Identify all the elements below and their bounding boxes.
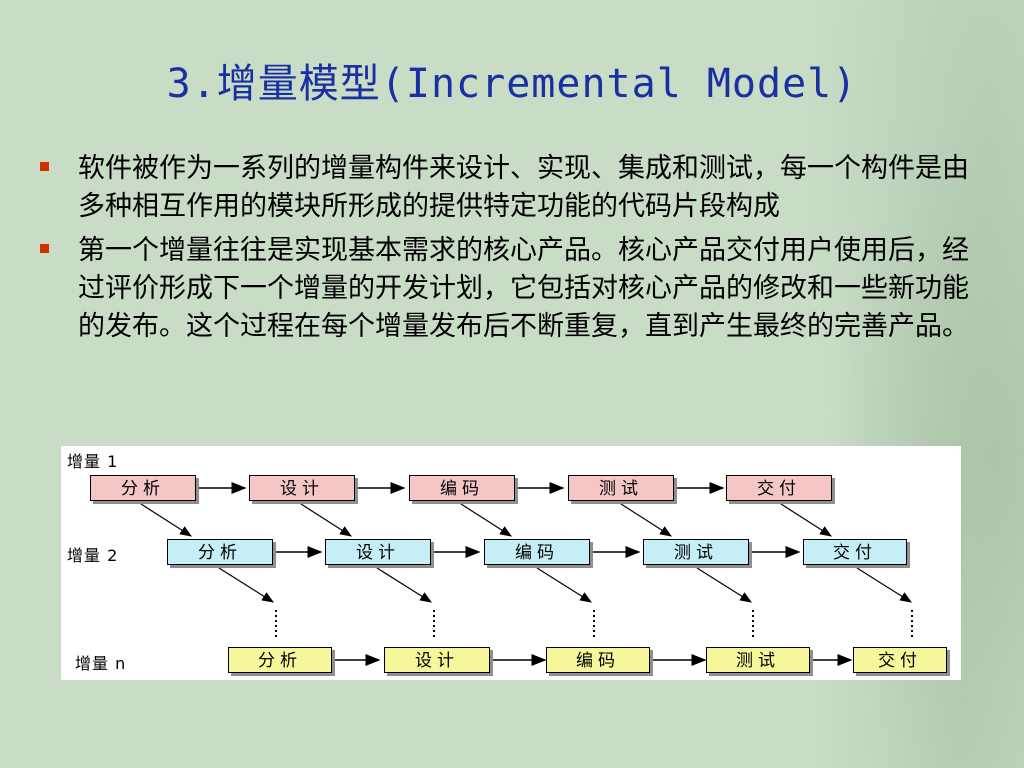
- step-coding: 编码: [484, 539, 590, 565]
- row-label-increment-2: 增量 2: [67, 546, 119, 565]
- incremental-model-diagram: 增量 1 增量 2 增量 n 分析 设计 编码 测试 交付 分析 设计 编码 测…: [61, 446, 961, 680]
- diagonal-arrow: [620, 503, 673, 537]
- square-bullet-icon: [40, 244, 49, 253]
- step-analysis: 分析: [167, 539, 273, 565]
- diagonal-arrow: [536, 567, 593, 603]
- slide-title: 3.增量模型(Incremental Model): [166, 61, 858, 107]
- step-delivery: 交付: [853, 647, 947, 673]
- step-testing: 测试: [643, 539, 749, 565]
- step-design: 设计: [325, 539, 431, 565]
- diagonal-arrow: [218, 567, 275, 603]
- row-label-increment-1: 增量 1: [67, 452, 119, 471]
- step-delivery: 交付: [726, 475, 832, 501]
- square-bullet-icon: [40, 162, 49, 171]
- step-testing: 测试: [706, 647, 810, 673]
- step-coding: 编码: [409, 475, 515, 501]
- step-testing: 测试: [568, 475, 674, 501]
- step-delivery: 交付: [803, 539, 907, 565]
- diagonal-arrow: [376, 567, 433, 603]
- step-design: 设计: [384, 647, 490, 673]
- diagonal-arrow: [856, 567, 913, 603]
- diagonal-arrow: [696, 567, 753, 603]
- diagram-arrows: [140, 482, 913, 666]
- bullet-text: 第一个增量往往是实现基本需求的核心产品。核心产品交付用户使用后，经过评价形成下一…: [78, 235, 969, 342]
- step-analysis: 分析: [228, 647, 332, 673]
- row-label-increment-n: 增量 n: [75, 654, 127, 673]
- diagonal-arrow: [460, 503, 513, 537]
- bullet-item: 第一个增量往往是实现基本需求的核心产品。核心产品交付用户使用后，经过评价形成下一…: [38, 232, 983, 346]
- step-analysis: 分析: [90, 475, 196, 501]
- diagonal-arrow: [140, 503, 193, 537]
- bullet-list: 软件被作为一系列的增量构件来设计、实现、集成和测试，每一个构件是由多种相互作用的…: [38, 150, 983, 352]
- bullet-text: 软件被作为一系列的增量构件来设计、实现、集成和测试，每一个构件是由多种相互作用的…: [78, 153, 969, 222]
- step-design: 设计: [249, 475, 355, 501]
- diagonal-arrow: [300, 503, 353, 537]
- diagonal-arrow: [780, 503, 833, 537]
- bullet-item: 软件被作为一系列的增量构件来设计、实现、集成和测试，每一个构件是由多种相互作用的…: [38, 150, 983, 226]
- step-coding: 编码: [546, 647, 650, 673]
